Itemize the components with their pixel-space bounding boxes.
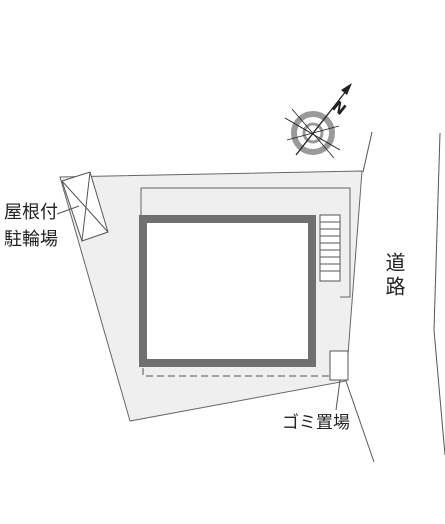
road-label: 道路: [382, 252, 406, 300]
staircase: [319, 214, 341, 282]
bike-parking-leader: [56, 205, 80, 215]
bike-parking-label-line2: 駐輪場: [4, 229, 58, 250]
garbage-area: [329, 350, 349, 381]
road-edge-far: [433, 132, 445, 456]
north-arrow-icon: N: [284, 83, 352, 159]
building-outer-outline: [140, 187, 351, 298]
building: [139, 215, 316, 367]
bike-parking-label-line1: 屋根付: [4, 202, 58, 223]
road-edge-bottom: [345, 380, 375, 463]
building-dashed-edge: [142, 368, 334, 377]
road-edge-top: [362, 131, 373, 173]
bike-parking: [61, 171, 109, 242]
garbage-label: ゴミ置場: [282, 412, 350, 433]
north-letter: N: [329, 97, 350, 119]
garbage-leader: [335, 379, 341, 411]
